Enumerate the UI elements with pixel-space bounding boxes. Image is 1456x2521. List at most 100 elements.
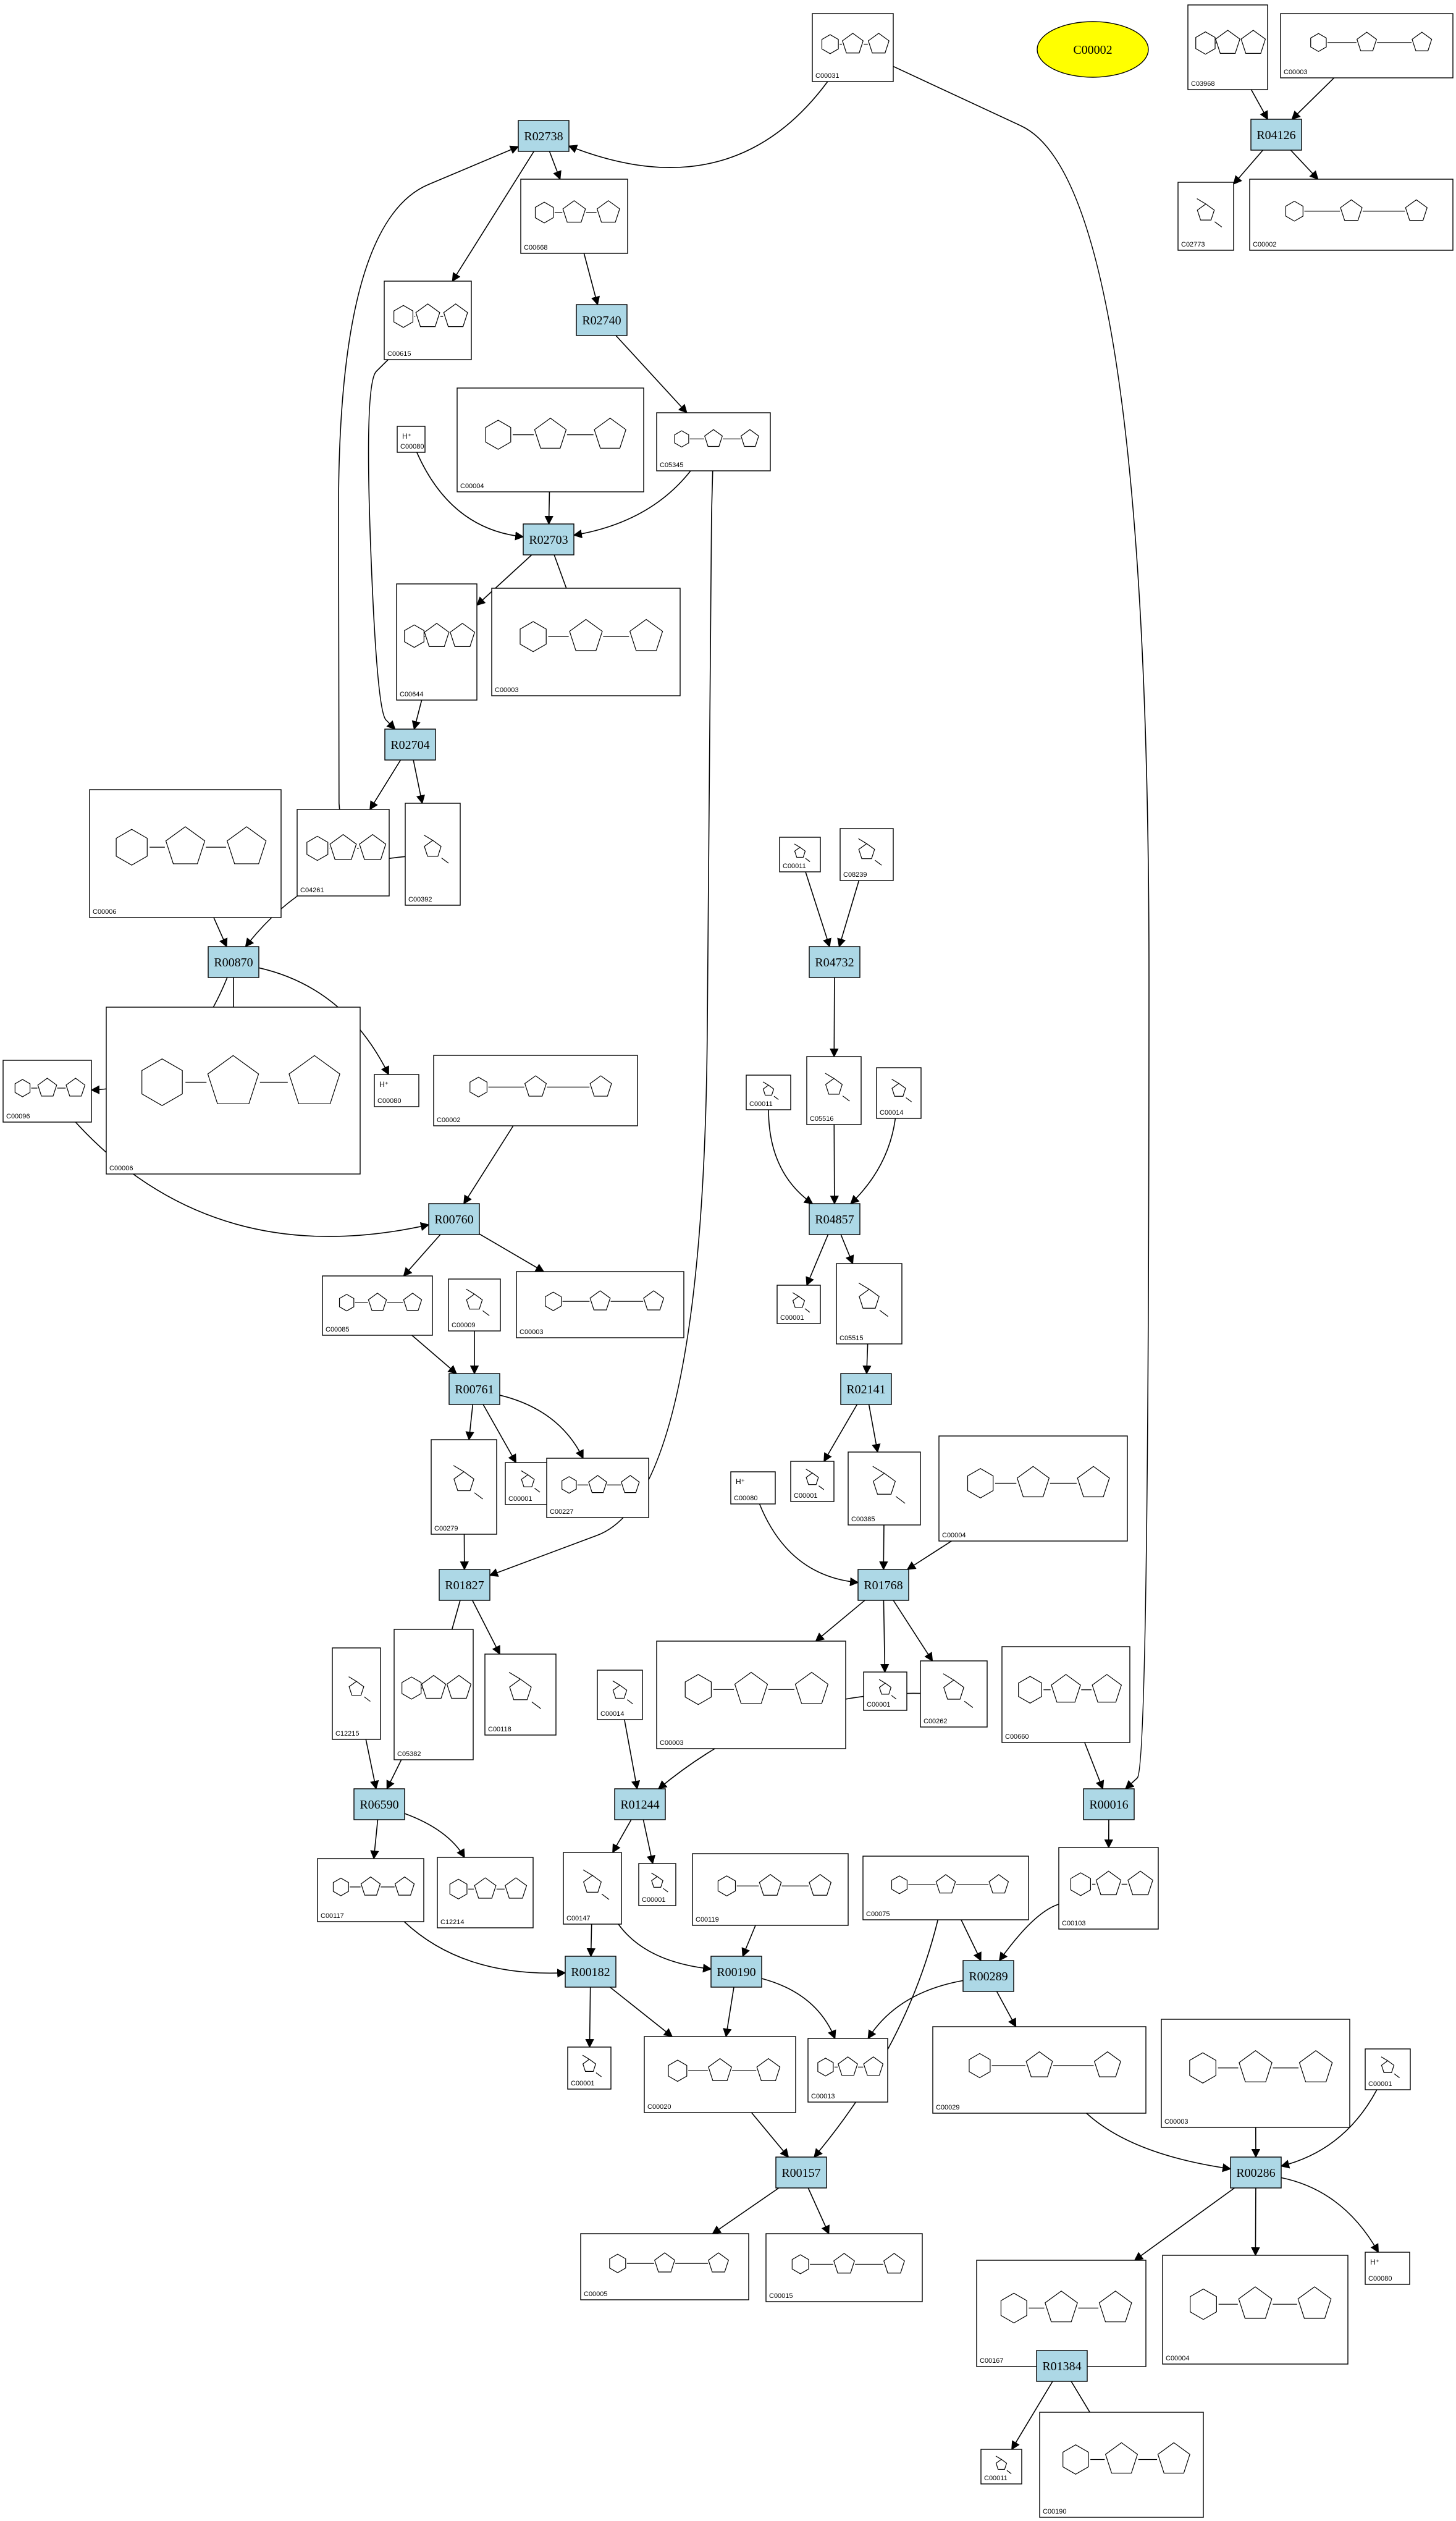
compound-node[interactable]: C00015 xyxy=(765,2233,923,2302)
compound-node[interactable]: C00147 xyxy=(563,1852,622,1925)
structure-drawing xyxy=(609,2252,730,2273)
compound-node[interactable]: C00001 xyxy=(1365,2048,1411,2090)
reaction-node[interactable]: R02704 xyxy=(384,728,436,761)
reaction-node[interactable]: R04732 xyxy=(809,946,861,978)
compound-node[interactable]: C00167 xyxy=(976,2260,1147,2367)
reaction-node[interactable]: R00289 xyxy=(962,1960,1014,1992)
reaction-node[interactable]: R01768 xyxy=(857,1569,909,1601)
compound-node[interactable]: C00096 xyxy=(2,1060,92,1123)
compound-node[interactable]: C03968 xyxy=(1187,4,1268,90)
compound-box xyxy=(836,1263,903,1345)
reaction-node[interactable]: R06590 xyxy=(353,1788,405,1820)
compound-node[interactable]: C00031 xyxy=(812,13,894,82)
highlight-node[interactable]: C00002 xyxy=(1037,21,1149,78)
compound-node[interactable]: C00103 xyxy=(1058,1847,1159,1930)
compound-node[interactable]: C00014 xyxy=(597,1670,643,1720)
compound-node[interactable]: C05345 xyxy=(656,412,771,471)
compound-node[interactable]: C00003 xyxy=(516,1271,684,1338)
reaction-node[interactable]: R04857 xyxy=(809,1203,861,1235)
compound-node[interactable]: C00014 xyxy=(876,1067,922,1119)
reaction-node[interactable]: R02738 xyxy=(518,120,570,152)
structure-drawing xyxy=(995,2456,1012,2475)
compound-node[interactable]: C00003 xyxy=(1161,2019,1350,2128)
compound-node[interactable]: C00190 xyxy=(1039,2412,1204,2518)
compound-node[interactable]: C00262 xyxy=(920,1660,988,1728)
edge xyxy=(998,1904,1059,1962)
reaction-node[interactable]: R00016 xyxy=(1083,1788,1135,1820)
compound-node[interactable]: C00002 xyxy=(433,1055,638,1126)
reaction-node[interactable]: R04126 xyxy=(1250,119,1302,151)
compound-node[interactable]: C00002 xyxy=(1249,179,1454,251)
compound-node[interactable]: C05515 xyxy=(836,1263,903,1345)
compound-node[interactable]: C00615 xyxy=(384,281,472,360)
reaction-node[interactable]: R02740 xyxy=(576,304,628,336)
compound-node[interactable]: C00660 xyxy=(1001,1646,1130,1743)
compound-id-label: C03968 xyxy=(1191,80,1215,88)
compound-node[interactable]: C04261 xyxy=(297,809,390,897)
compound-node[interactable]: H⁺C00080 xyxy=(730,1471,776,1505)
compound-node[interactable]: C02773 xyxy=(1177,182,1234,251)
compound-box xyxy=(692,1853,849,1926)
compound-node[interactable]: C05516 xyxy=(806,1056,862,1125)
compound-node[interactable]: C00029 xyxy=(932,2026,1147,2114)
compound-node[interactable]: C00085 xyxy=(322,1275,433,1336)
compound-node[interactable]: C00009 xyxy=(448,1278,501,1332)
compound-node[interactable]: C00006 xyxy=(106,1007,361,1175)
compound-node[interactable]: C00004 xyxy=(1162,2255,1349,2365)
compound-node[interactable]: C00227 xyxy=(546,1458,649,1518)
compound-node[interactable]: C00001 xyxy=(776,1285,821,1324)
compound-node[interactable]: C00385 xyxy=(848,1451,921,1526)
compound-node[interactable]: C00117 xyxy=(317,1858,424,1922)
compound-node[interactable]: C00118 xyxy=(484,1653,557,1736)
reaction-node[interactable]: R01827 xyxy=(439,1569,490,1601)
reaction-node[interactable]: R01244 xyxy=(614,1788,666,1820)
structure-drawing xyxy=(1285,199,1428,222)
compound-node[interactable]: C00004 xyxy=(938,1435,1128,1542)
structure-drawing xyxy=(545,1290,665,1311)
reaction-node[interactable]: R00182 xyxy=(565,1956,616,1988)
compound-node[interactable]: H⁺C00080 xyxy=(397,426,426,453)
compound-node[interactable]: C00003 xyxy=(491,588,681,696)
compound-node[interactable]: C00001 xyxy=(505,1462,551,1505)
compound-node[interactable]: C00392 xyxy=(405,803,461,906)
compound-box xyxy=(840,828,894,881)
compound-node[interactable]: H⁺C00080 xyxy=(1365,2252,1410,2285)
compound-node[interactable]: C00668 xyxy=(520,179,628,254)
reaction-box xyxy=(565,1956,616,1988)
compound-node[interactable]: C00003 xyxy=(656,1641,846,1749)
compound-node[interactable]: H⁺C00080 xyxy=(374,1074,419,1107)
compound-node[interactable]: C00020 xyxy=(644,2036,796,2113)
compound-node[interactable]: C00001 xyxy=(790,1461,835,1502)
compound-box xyxy=(580,2233,749,2300)
compound-node[interactable]: C00001 xyxy=(638,1863,676,1906)
reaction-node[interactable]: R02703 xyxy=(523,523,574,555)
reaction-node[interactable]: R00286 xyxy=(1230,2156,1282,2189)
compound-node[interactable]: C00119 xyxy=(692,1853,849,1926)
reaction-node[interactable]: R01384 xyxy=(1036,2350,1088,2382)
compound-node[interactable]: C00011 xyxy=(779,837,821,872)
reaction-node[interactable]: R00190 xyxy=(710,1956,762,1988)
compound-node[interactable]: C00004 xyxy=(457,387,644,492)
compound-node[interactable]: C12214 xyxy=(437,1857,534,1928)
compound-node[interactable]: C00013 xyxy=(807,2038,888,2103)
reaction-node[interactable]: R00761 xyxy=(448,1373,500,1405)
compound-node[interactable]: C00006 xyxy=(89,789,282,918)
compound-box xyxy=(1161,2019,1350,2128)
reaction-box xyxy=(208,946,259,978)
compound-node[interactable]: C05382 xyxy=(393,1629,474,1760)
compound-node[interactable]: C00075 xyxy=(862,1856,1029,1920)
compound-node[interactable]: C00001 xyxy=(863,1671,907,1711)
reaction-node[interactable]: R00157 xyxy=(775,2156,827,2189)
compound-node[interactable]: C12215 xyxy=(332,1647,381,1740)
compound-node[interactable]: C00644 xyxy=(396,583,478,701)
compound-node[interactable]: C00003 xyxy=(1280,13,1454,78)
reaction-node[interactable]: R00760 xyxy=(428,1203,480,1235)
compound-node[interactable]: C00001 xyxy=(567,2046,612,2090)
compound-node[interactable]: C00011 xyxy=(980,2449,1022,2485)
reaction-node[interactable]: R02141 xyxy=(840,1373,892,1405)
compound-node[interactable]: C08239 xyxy=(840,828,894,881)
compound-node[interactable]: C00011 xyxy=(746,1075,791,1110)
reaction-node[interactable]: R00870 xyxy=(208,946,259,978)
compound-node[interactable]: C00279 xyxy=(431,1439,497,1535)
compound-node[interactable]: C00005 xyxy=(580,2233,749,2300)
